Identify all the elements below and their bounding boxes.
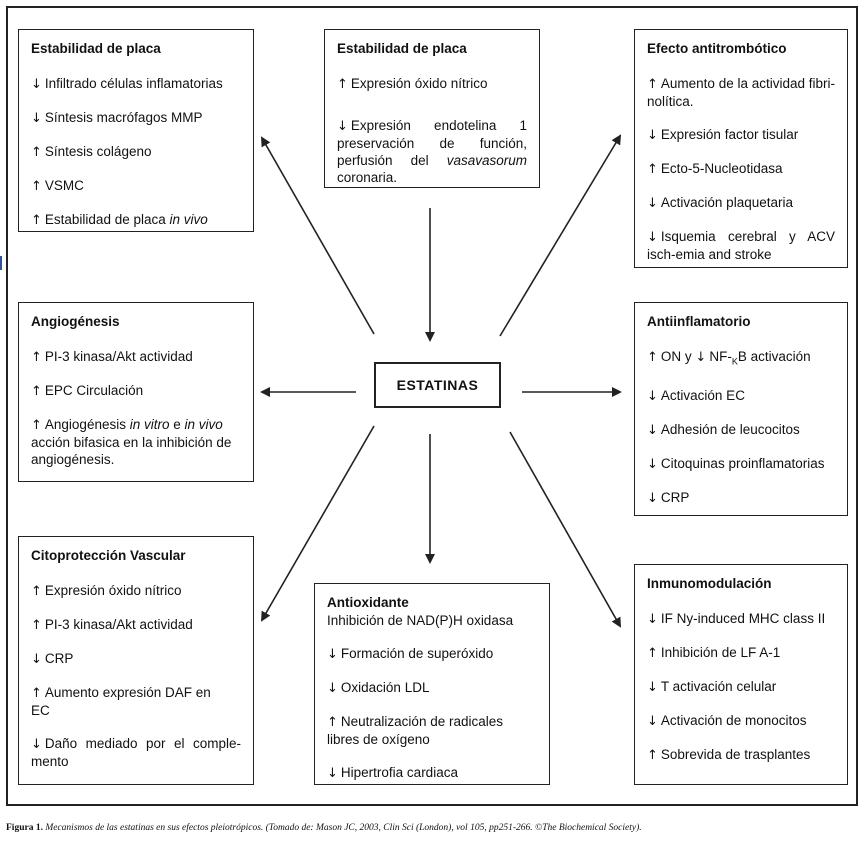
box-estabilidad-placa-left: Estabilidad de placa ↓Infiltrado células…	[18, 29, 254, 232]
figure-caption: Figura 1. Mecanismos de las estatinas en…	[6, 823, 866, 833]
list-item: ↓Daño mediado por el comple-mento	[31, 736, 241, 769]
list-item: ↑Expresión óxido nítrico	[31, 583, 182, 599]
box-title: Efecto antitrombótico	[647, 41, 787, 56]
list-item: ↓Infiltrado células inflamatorias	[31, 76, 223, 92]
list-item: ↑Aumento expresión DAF en EC	[31, 685, 211, 718]
list-item: ↑Sobrevida de trasplantes	[647, 747, 811, 763]
box-estabilidad-placa-center: Estabilidad de placa ↑Expresión óxido ní…	[324, 29, 540, 188]
list-item: ↓Isquemia cerebral y ACV isch-emia and s…	[647, 229, 835, 262]
box-inmunomodulacion: Inmunomodulación ↓IF Ny-induced MHC clas…	[634, 564, 848, 785]
list-item: ↓Expresión factor tisular	[647, 127, 799, 143]
caption-label: Figura 1.	[6, 823, 43, 833]
list-item: ↑EPC Circulación	[31, 383, 144, 399]
list-item: ↓T activación celular	[647, 679, 777, 695]
list-item: ↓Hipertrofia cardiaca	[327, 765, 458, 781]
box-subtitle: Inhibición de NAD(P)H oxidasa	[327, 613, 514, 628]
list-item: ↑Síntesis colágeno	[31, 144, 152, 160]
list-item: ↓CRP	[647, 489, 690, 506]
box-antioxidante: Antioxidante Inhibición de NAD(P)H oxida…	[314, 583, 550, 785]
figure-frame	[6, 6, 858, 806]
box-citoproteccion-vascular: Citoprotección Vascular ↑Expresión óxido…	[18, 536, 254, 785]
arrow-to-inmunomodulacion	[509, 431, 621, 628]
list-item: ↑Expresión óxido nítrico	[337, 76, 488, 92]
list-item: ↓Formación de superóxido	[327, 646, 494, 662]
box-title: Estabilidad de placa	[31, 41, 161, 56]
list-item: ↑Inhibición de LF A-1	[647, 645, 781, 661]
center-estatinas: ESTATINAS	[374, 362, 501, 408]
caption-text: Mecanismos de las estatinas en sus efect…	[45, 823, 642, 833]
list-item: ↓Activación de monocitos	[647, 713, 807, 729]
arrow-to-antitrombotico	[499, 134, 622, 337]
list-item: ↓CRP	[31, 651, 74, 667]
box-title: Citoprotección Vascular	[31, 548, 186, 563]
list-item: ↓Adhesión de leucocitos	[647, 421, 800, 438]
box-title: Antioxidante	[327, 595, 409, 610]
list-item: ↑Ecto-5-Nucleotidasa	[647, 161, 783, 177]
list-item: ↑PI-3 kinasa/Akt actividad	[31, 349, 193, 365]
box-title: Inmunomodulación	[647, 576, 772, 591]
list-item: ↑ON y ↓NF-KB activación	[647, 349, 811, 367]
sidebar-accent-mark	[0, 256, 2, 270]
box-title: Estabilidad de placa	[337, 41, 467, 56]
box-antiinflamatorio: Antiinflamatorio ↑ON y ↓NF-KB activación…	[634, 302, 848, 516]
list-item: ↑VSMC	[31, 178, 84, 194]
list-item: ↓Activación plaquetaria	[647, 195, 793, 211]
arrow-to-placa-left	[261, 136, 375, 335]
box-angiogenesis: Angiogénesis ↑PI-3 kinasa/Akt actividad …	[18, 302, 254, 482]
list-item: ↑Aumento de la actividad fibri-nolítica.	[647, 76, 835, 109]
arrow-to-citoproteccion	[261, 425, 375, 622]
list-item: ↑Angiogénesis in vitro e in vivo acción …	[31, 417, 232, 467]
list-item: ↑Estabilidad de placa in vivo	[31, 212, 208, 228]
list-item: ↓Citoquinas proinflamatorias	[647, 455, 825, 472]
box-title: Angiogénesis	[31, 314, 120, 329]
list-item: ↓IF Ny-induced MHC class II	[647, 611, 826, 627]
list-item: ↓Activación EC	[647, 387, 745, 404]
list-item: ↑Neutralización de radicales libres de o…	[327, 714, 503, 747]
box-efecto-antitrombotico: Efecto antitrombótico ↑Aumento de la act…	[634, 29, 848, 268]
list-item: ↓Síntesis macrófagos MMP	[31, 110, 203, 126]
list-item: ↓Oxidación LDL	[327, 680, 430, 696]
list-item: ↑PI-3 kinasa/Akt actividad	[31, 617, 193, 633]
list-item: ↓Expresión endotelina 1 preservación de …	[337, 118, 527, 185]
box-title: Antiinflamatorio	[647, 314, 751, 329]
